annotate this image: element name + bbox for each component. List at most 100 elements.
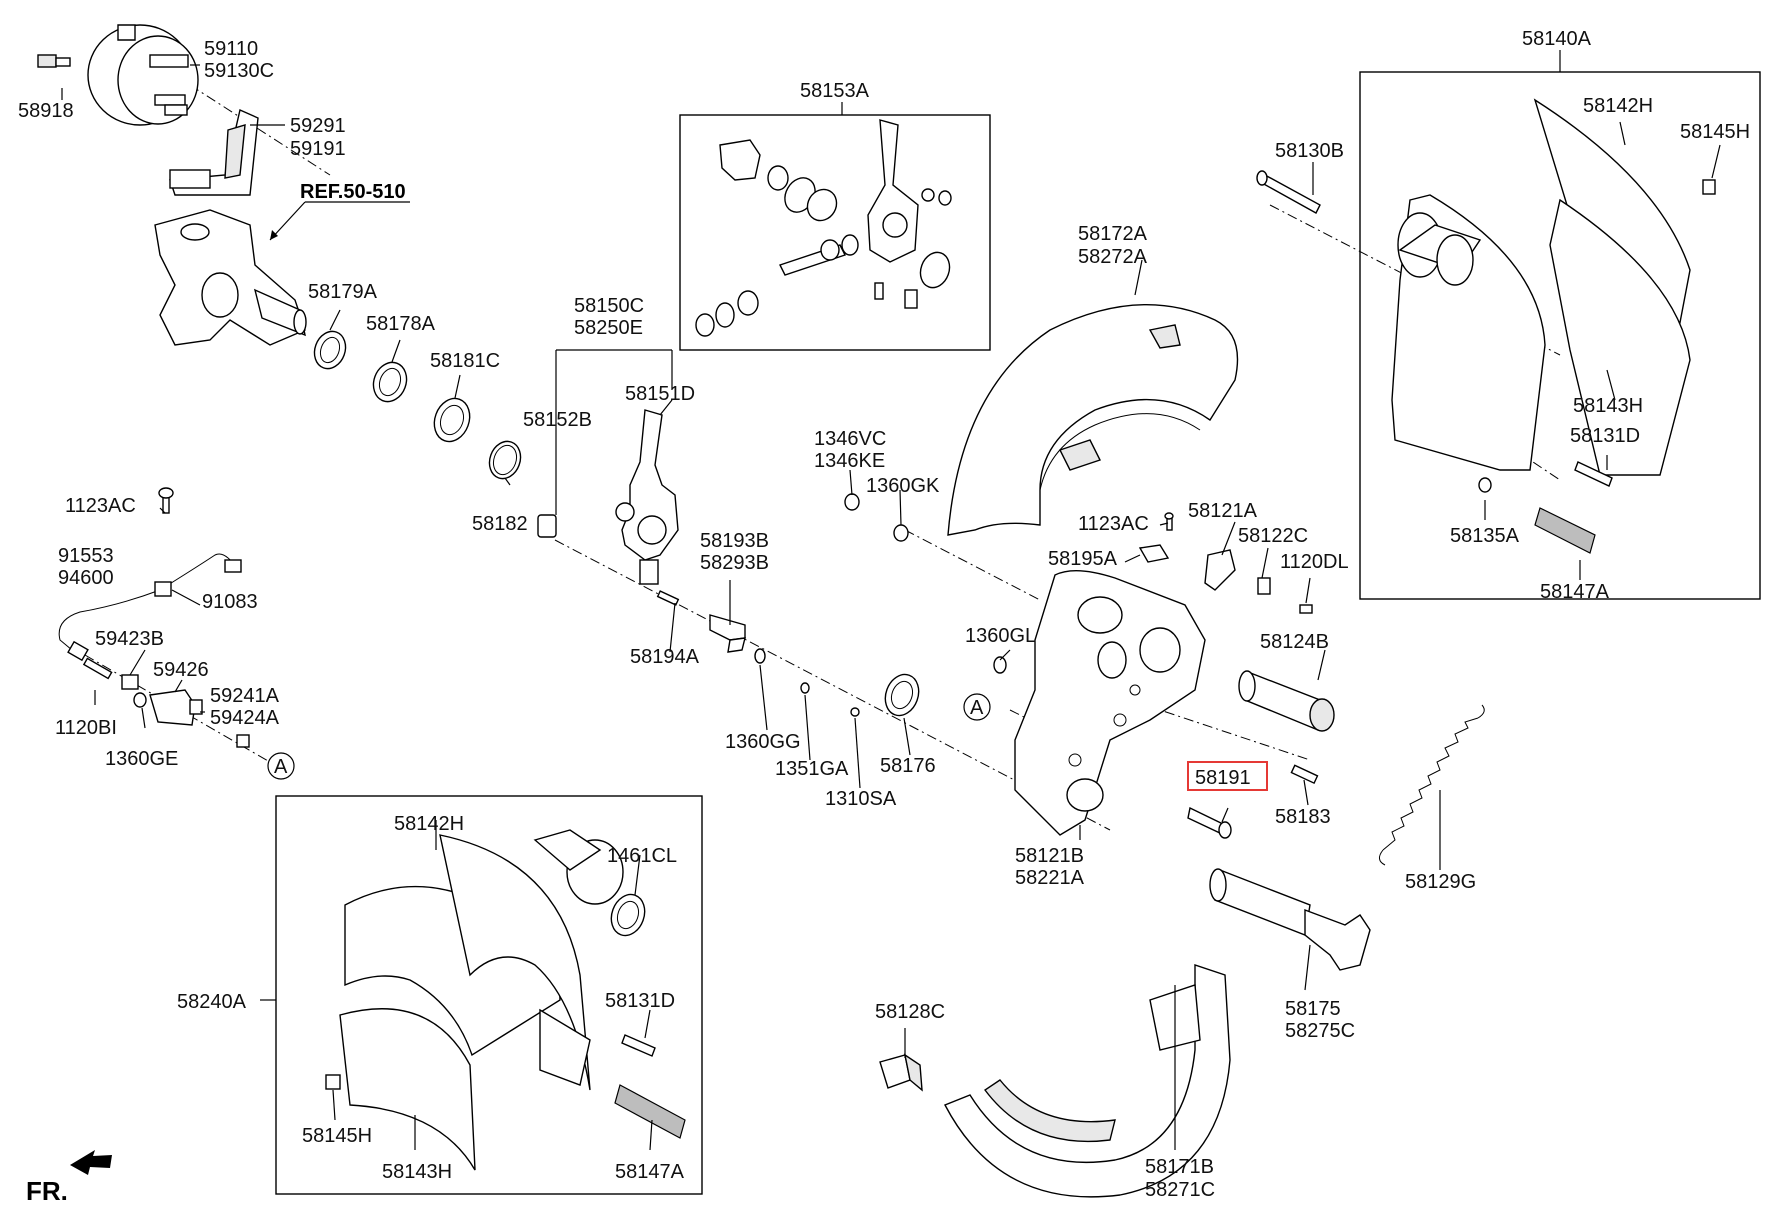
label-58195a[interactable]: 58195A <box>1048 548 1118 570</box>
label-58131d-bot[interactable]: 58131D <box>605 990 675 1012</box>
bolt-1120dl-icon <box>1299 604 1313 614</box>
label-58181c[interactable]: 58181C <box>430 350 500 372</box>
label-58179a[interactable]: 58179A <box>308 281 378 303</box>
label-94600[interactable]: 94600 <box>58 567 114 589</box>
label-59110[interactable]: 59110 <box>204 38 258 60</box>
svg-text:A: A <box>970 697 984 719</box>
label-58152b[interactable]: 58152B <box>523 409 592 431</box>
label-58128c[interactable]: 58128C <box>875 1001 945 1023</box>
reference-circle-a-mid: A <box>963 693 991 721</box>
label-58178a[interactable]: 58178A <box>366 313 436 335</box>
label-58275c[interactable]: 58275C <box>1285 1020 1355 1042</box>
label-58271c[interactable]: 58271C <box>1145 1179 1215 1201</box>
label-58142h-bot[interactable]: 58142H <box>394 813 464 835</box>
label-1360ge[interactable]: 1360GE <box>105 748 178 770</box>
label-58171b[interactable]: 58171B <box>1145 1156 1214 1178</box>
label-1360gg[interactable]: 1360GG <box>725 731 801 753</box>
label-1123ac-mid[interactable]: 1123AC <box>1078 513 1149 535</box>
label-1123ac-left[interactable]: 1123AC <box>65 495 136 517</box>
label-1120dl[interactable]: 1120DL <box>1280 551 1349 573</box>
label-58191[interactable]: 58191 <box>1195 767 1251 789</box>
label-58145h-top[interactable]: 58145H <box>1680 121 1750 143</box>
label-1360gl[interactable]: 1360GL <box>965 625 1036 647</box>
dust-shield-icon <box>947 303 1239 536</box>
label-59191[interactable]: 59191 <box>290 138 346 160</box>
label-58143h-bot[interactable]: 58143H <box>382 1161 452 1183</box>
label-58194a[interactable]: 58194A <box>630 646 700 668</box>
label-58147a-bot[interactable]: 58147A <box>615 1161 685 1183</box>
box-58153a <box>679 114 991 351</box>
label-58121a[interactable]: 58121A <box>1188 500 1258 522</box>
bolt-1123ac-mid-icon <box>1164 512 1174 531</box>
label-58172a[interactable]: 58172A <box>1078 223 1148 245</box>
label-58150c[interactable]: 58150C <box>574 295 644 317</box>
label-59241a[interactable]: 59241A <box>210 685 280 707</box>
label-58918[interactable]: 58918 <box>18 100 74 122</box>
washer-1360gk-icon <box>893 524 909 542</box>
label-91553[interactable]: 91553 <box>58 545 114 567</box>
label-1461cl[interactable]: 1461CL <box>607 845 677 867</box>
label-58135a[interactable]: 58135A <box>1450 525 1520 547</box>
label-58182[interactable]: 58182 <box>472 513 528 535</box>
label-59130c[interactable]: 59130C <box>204 60 274 82</box>
brake-chamber-icon <box>87 24 199 126</box>
label-58293b[interactable]: 58293B <box>700 552 769 574</box>
bushing-58152b-icon <box>537 514 557 538</box>
label-58122c[interactable]: 58122C <box>1238 525 1308 547</box>
label-58151d[interactable]: 58151D <box>625 383 695 405</box>
label-58240a[interactable]: 58240A <box>177 991 247 1013</box>
slack-adjuster-kit-icon <box>695 119 952 337</box>
label-1120bi[interactable]: 1120BI <box>55 717 117 739</box>
label-1346vc[interactable]: 1346VC <box>814 428 886 450</box>
label-1360gk[interactable]: 1360GK <box>866 475 940 497</box>
label-ref-50-510[interactable]: REF.50-510 <box>300 181 406 203</box>
upper-shoe-assy-icon <box>1391 98 1691 476</box>
label-58176[interactable]: 58176 <box>880 755 936 777</box>
label-58121b[interactable]: 58121B <box>1015 845 1084 867</box>
rivet-58145h-top-icon <box>1702 179 1716 195</box>
roller-58128c-icon <box>879 1053 923 1092</box>
label-58175[interactable]: 58175 <box>1285 998 1341 1020</box>
label-58221a[interactable]: 58221A <box>1015 867 1085 889</box>
label-59426[interactable]: 59426 <box>153 659 209 681</box>
label-58153a[interactable]: 58153A <box>800 80 870 102</box>
label-58193b[interactable]: 58193B <box>700 530 769 552</box>
reference-circle-a-left: A <box>267 752 295 780</box>
label-59423b[interactable]: 59423B <box>95 628 164 650</box>
label-58250e[interactable]: 58250E <box>574 317 643 339</box>
seal-58179a-icon <box>313 330 347 370</box>
label-59291[interactable]: 59291 <box>290 115 346 137</box>
label-58140a[interactable]: 58140A <box>1522 28 1592 50</box>
highlight-box-58191 <box>1187 761 1268 791</box>
label-58183[interactable]: 58183 <box>1275 806 1331 828</box>
label-58129g[interactable]: 58129G <box>1405 871 1476 893</box>
sensor-59424a-icon <box>236 734 250 748</box>
bracket-58193b-icon <box>709 614 746 653</box>
plate-58195a-icon <box>1138 544 1170 563</box>
anchor-pin-58130b-icon <box>1256 170 1321 214</box>
label-1346ke[interactable]: 1346KE <box>814 450 885 472</box>
label-58142h-top[interactable]: 58142H <box>1583 95 1653 117</box>
pin-58194a-icon <box>656 590 680 606</box>
clip-58122c-icon <box>1257 577 1271 595</box>
label-91083[interactable]: 91083 <box>202 591 258 613</box>
label-58143h-top[interactable]: 58143H <box>1573 395 1643 417</box>
nipple-1310sa-icon <box>850 707 860 717</box>
label-58130b[interactable]: 58130B <box>1275 140 1344 162</box>
pin-58131d-bot-icon <box>621 1034 656 1057</box>
bushing-58124b-icon <box>1238 670 1335 732</box>
seal-58178a-icon <box>372 361 408 403</box>
label-58131d-top[interactable]: 58131D <box>1570 425 1640 447</box>
label-1310sa[interactable]: 1310SA <box>825 788 897 810</box>
abs-sensor-icon <box>58 487 242 662</box>
label-58124b[interactable]: 58124B <box>1260 631 1329 653</box>
label-58145h-bot[interactable]: 58145H <box>302 1125 372 1147</box>
label-58272a[interactable]: 58272A <box>1078 246 1148 268</box>
label-1351ga[interactable]: 1351GA <box>775 758 849 780</box>
box-58240a <box>275 795 703 1195</box>
label-59424a[interactable]: 59424A <box>210 707 280 729</box>
label-58147a-top[interactable]: 58147A <box>1540 581 1610 603</box>
steering-knuckle-icon <box>154 209 307 346</box>
seal-58181c-icon <box>433 397 471 443</box>
